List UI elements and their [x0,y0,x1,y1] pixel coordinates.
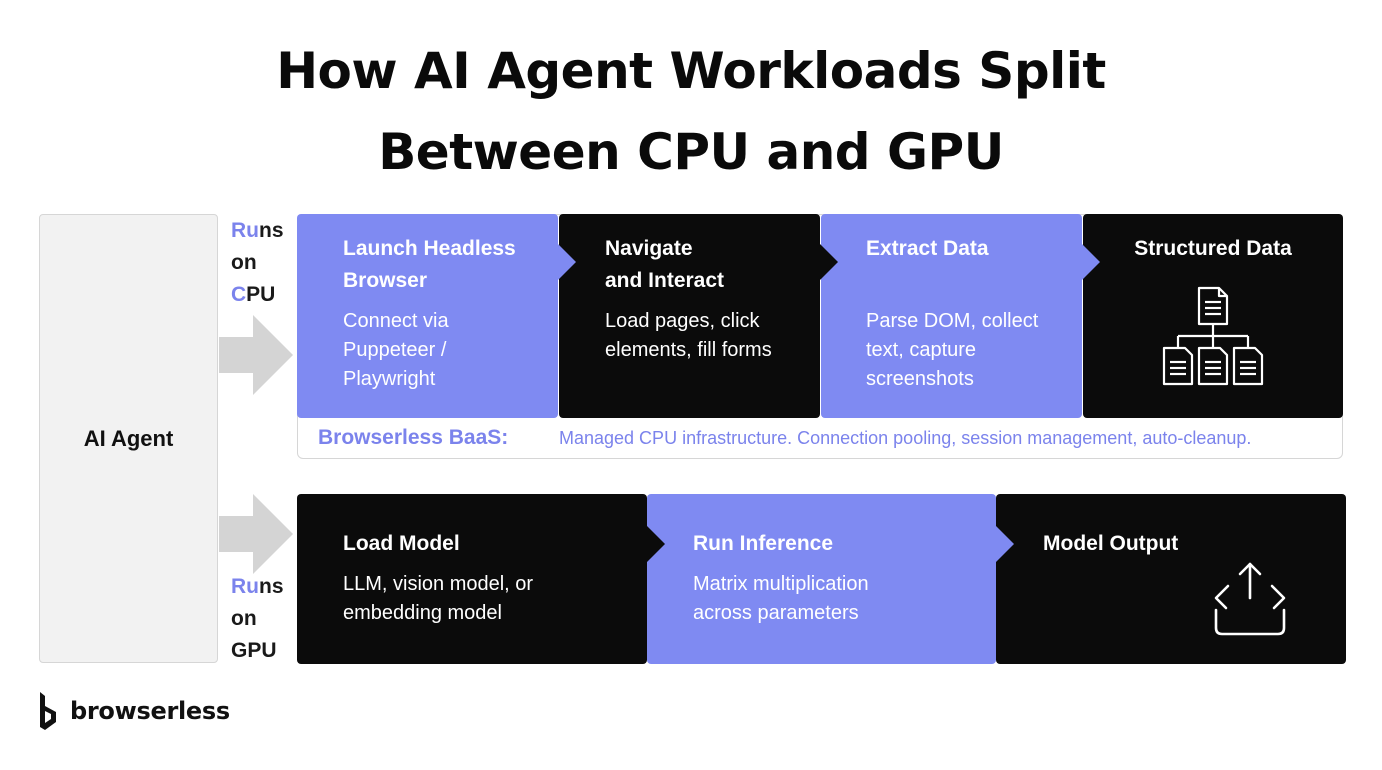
title-line-1: How AI Agent Workloads Split [276,42,1106,100]
runs-cpu-on: on [231,251,257,274]
step-title-line: Structured Data [1134,237,1292,260]
logo-text: browserless [70,697,230,725]
baas-description: Managed CPU infrastructure. Connection p… [559,428,1252,448]
step-desc-line: Connect via [343,310,449,332]
cpu-step-launch-browser: Launch Headless Browser Connect via Pupp… [297,214,558,418]
step-title-line: Launch Headless [343,237,516,260]
runs-cpu-c: C [231,283,247,306]
step-title-line: Navigate [605,237,693,260]
gpu-flow-arrow-icon [219,494,293,574]
step-desc-line: elements, fill forms [605,339,772,361]
step-title-line: and Interact [605,269,725,292]
connector-notch [558,244,576,280]
runs-cpu-accent: Ru [231,219,259,242]
connector-notch [820,244,838,280]
runs-gpu-gpu: GPU [231,639,277,662]
gpu-step-model-output: Model Output [996,494,1346,664]
connector-notch [996,526,1014,562]
connector-notch [1082,244,1100,280]
step-desc-line: across parameters [693,602,859,624]
cpu-step-extract: Extract Data Parse DOM, collect text, ca… [821,214,1082,418]
step-desc-line: LLM, vision model, or [343,573,534,595]
step-desc-line: screenshots [866,368,974,390]
step-desc-line: Playwright [343,368,436,390]
runs-gpu-rest: ns [259,575,284,598]
gpu-step-run-inference: Run Inference Matrix multiplication acro… [647,494,996,664]
step-desc-line: text, capture [866,339,977,361]
runs-on-cpu-label: Runs on CPU [231,215,284,311]
step-desc-line: Puppeteer / [343,339,447,361]
runs-cpu-rest: ns [259,219,284,242]
runs-on-gpu-label: Runs on GPU [231,571,284,667]
ai-agent-label: AI Agent [83,425,174,451]
gpu-step-load-model: Load Model LLM, vision model, or embeddi… [297,494,647,664]
ai-agent-box: AI Agent [39,214,218,663]
cpu-step-structured-data: Structured Data [1083,214,1343,418]
step-title-line: Browser [343,269,428,292]
step-desc-line: Parse DOM, collect [866,310,1039,332]
runs-cpu-pu: PU [246,283,276,306]
cpu-step-navigate: Navigate and Interact Load pages, click … [559,214,820,418]
title-line-2: Between CPU and GPU [378,123,1004,181]
step-title-line: Extract Data [866,237,989,260]
step-title-line: Run Inference [693,532,834,555]
share-output-icon [1214,562,1286,636]
browserless-logo-icon [40,692,56,730]
document-hierarchy-icon [1162,286,1264,386]
step-desc-line: Load pages, click [605,310,760,332]
step-title-line: Model Output [1043,532,1179,555]
runs-gpu-on: on [231,607,257,630]
step-title-line: Load Model [343,532,460,555]
step-desc-line: embedding model [343,602,502,624]
step-desc-line: Matrix multiplication [693,573,869,595]
runs-gpu-accent: Ru [231,575,259,598]
baas-title: Browserless BaaS: [318,426,509,449]
browserless-logo: browserless [38,690,230,732]
connector-notch [647,526,665,562]
cpu-flow-arrow-icon [219,315,293,395]
